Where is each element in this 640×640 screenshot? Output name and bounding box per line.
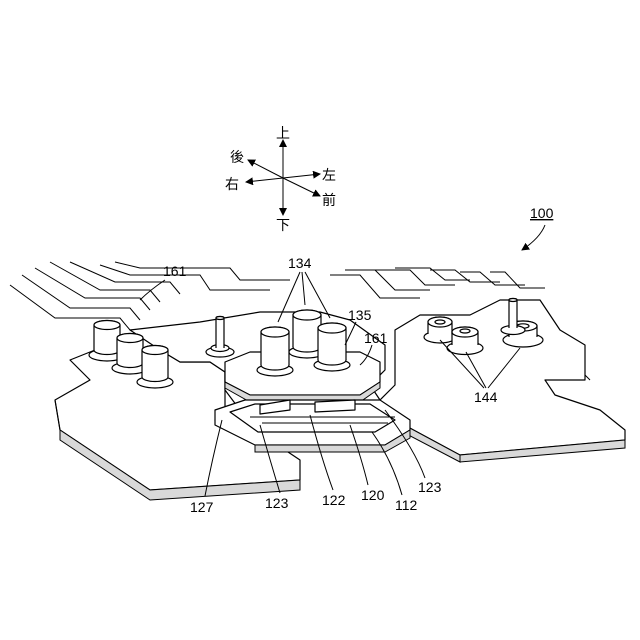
assembly-ref-label: 100: [530, 205, 554, 221]
front-arrow: [283, 178, 320, 196]
right-arrow: [246, 178, 283, 182]
ref-135: 135: [348, 307, 372, 323]
rear-arrow: [248, 160, 283, 178]
left-capacitor-3: [137, 346, 173, 389]
ref-161-right: 161: [364, 330, 388, 346]
dir-up-label: 上: [276, 126, 290, 142]
central-capacitor-3: [314, 323, 350, 371]
dir-front-label: 前: [322, 192, 336, 209]
dir-rear-label: 後: [230, 150, 244, 166]
right-nut-1: [424, 317, 456, 343]
ref-127: 127: [190, 499, 214, 515]
dir-right-label: 右: [225, 177, 239, 193]
ref-122: 122: [322, 492, 346, 508]
ref-134: 134: [288, 255, 312, 271]
central-block: [225, 352, 380, 402]
ref-123-left: 123: [265, 495, 289, 511]
ref-161-left: 161: [163, 263, 187, 279]
direction-indicator: 上 下 後 前 左 右: [225, 126, 336, 234]
central-capacitor-1: [257, 327, 293, 376]
right-lead-plate: [380, 300, 625, 462]
dir-left-label: 左: [322, 168, 336, 184]
ref-123-right: 123: [418, 479, 442, 495]
ref-112: 112: [395, 497, 418, 513]
ref-144: 144: [474, 389, 498, 405]
ref-120: 120: [361, 487, 385, 503]
left-arrow: [283, 174, 320, 178]
dir-down-label: 下: [276, 218, 290, 234]
assembly-ref-arrow: [522, 225, 545, 250]
right-nut-2: [447, 327, 483, 355]
